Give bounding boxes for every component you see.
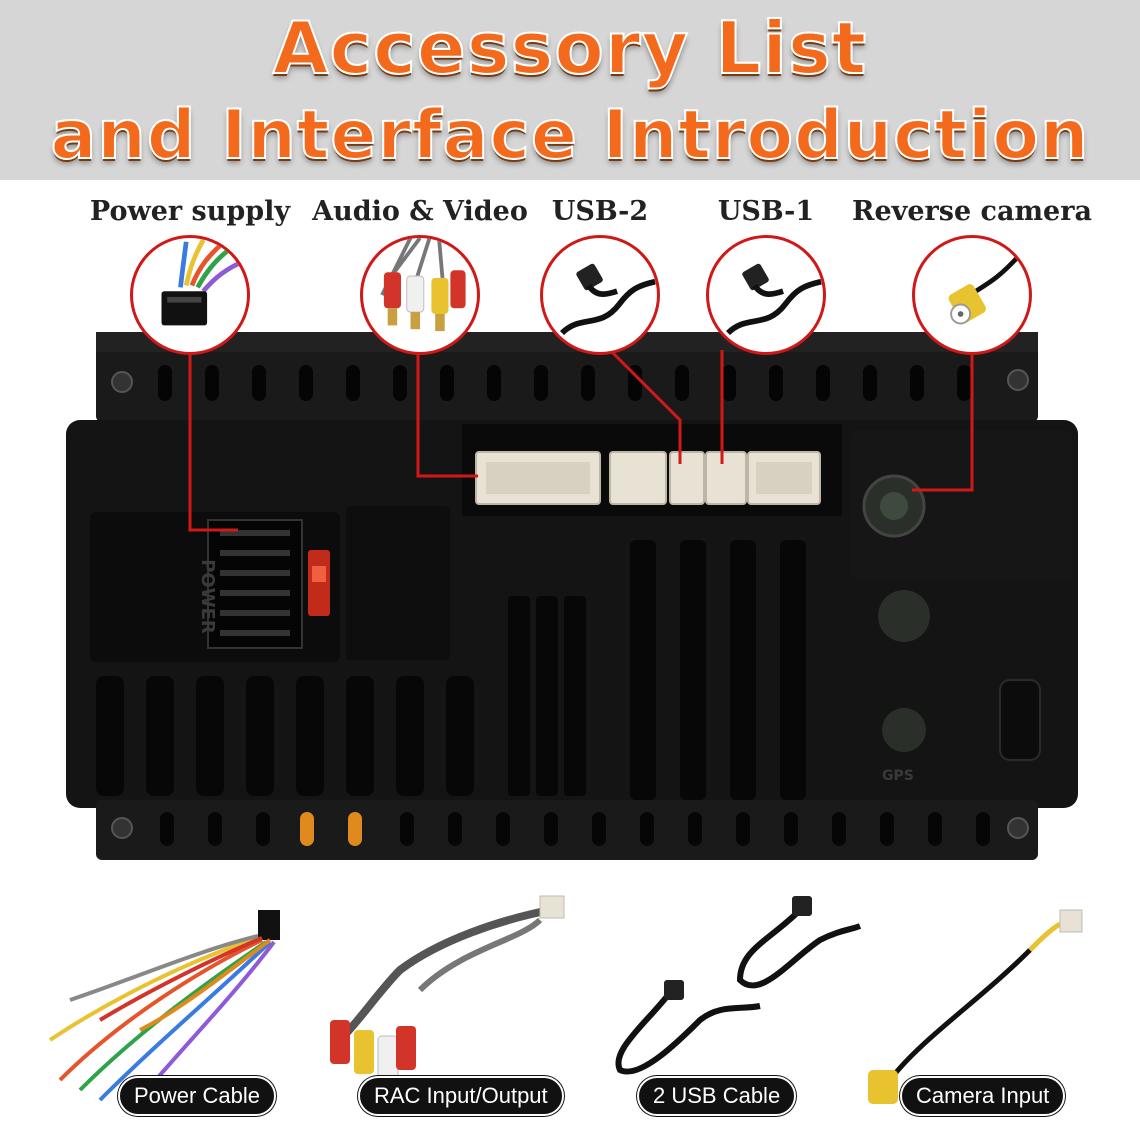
usb-cable-icon (559, 263, 656, 336)
port-label-reverse-camera: Reverse camera (852, 196, 1092, 227)
callout-reverse-camera (912, 235, 1032, 355)
usb-cables-image (615, 896, 862, 1075)
callout-av-connector (360, 235, 480, 355)
gps-marking: GPS (882, 768, 914, 784)
port-label-audio-video: Audio & Video (312, 196, 528, 227)
camera-rca-icon (948, 253, 1022, 325)
port-label-usb-1: USB-1 (717, 196, 815, 227)
callout-power-connector (130, 235, 250, 355)
accessory-label-rac-input-output: RAC Input/Output (358, 1076, 564, 1116)
page-subtitle: and Interface Introduction (50, 95, 1090, 176)
accessory-label-power-cable: Power Cable (118, 1076, 276, 1116)
page-title: Accessory List (272, 5, 868, 91)
camera-cable-image (868, 909, 1083, 1104)
power-connector-icon (161, 238, 246, 326)
usb-cable-icon (725, 263, 822, 336)
header-banner: Accessory List and Interface Introductio… (0, 0, 1140, 180)
port-label-power-supply: Power supply (89, 196, 291, 227)
rca-plugs-icon (380, 238, 466, 332)
rca-cable-image (330, 895, 565, 1081)
callout-usb-2 (540, 235, 660, 355)
accessory-label-2-usb-cable: 2 USB Cable (637, 1076, 797, 1116)
callout-usb-1 (706, 235, 826, 355)
port-label-usb-2: USB-2 (551, 196, 649, 227)
accessory-label-camera-input: Camera Input (900, 1076, 1066, 1116)
